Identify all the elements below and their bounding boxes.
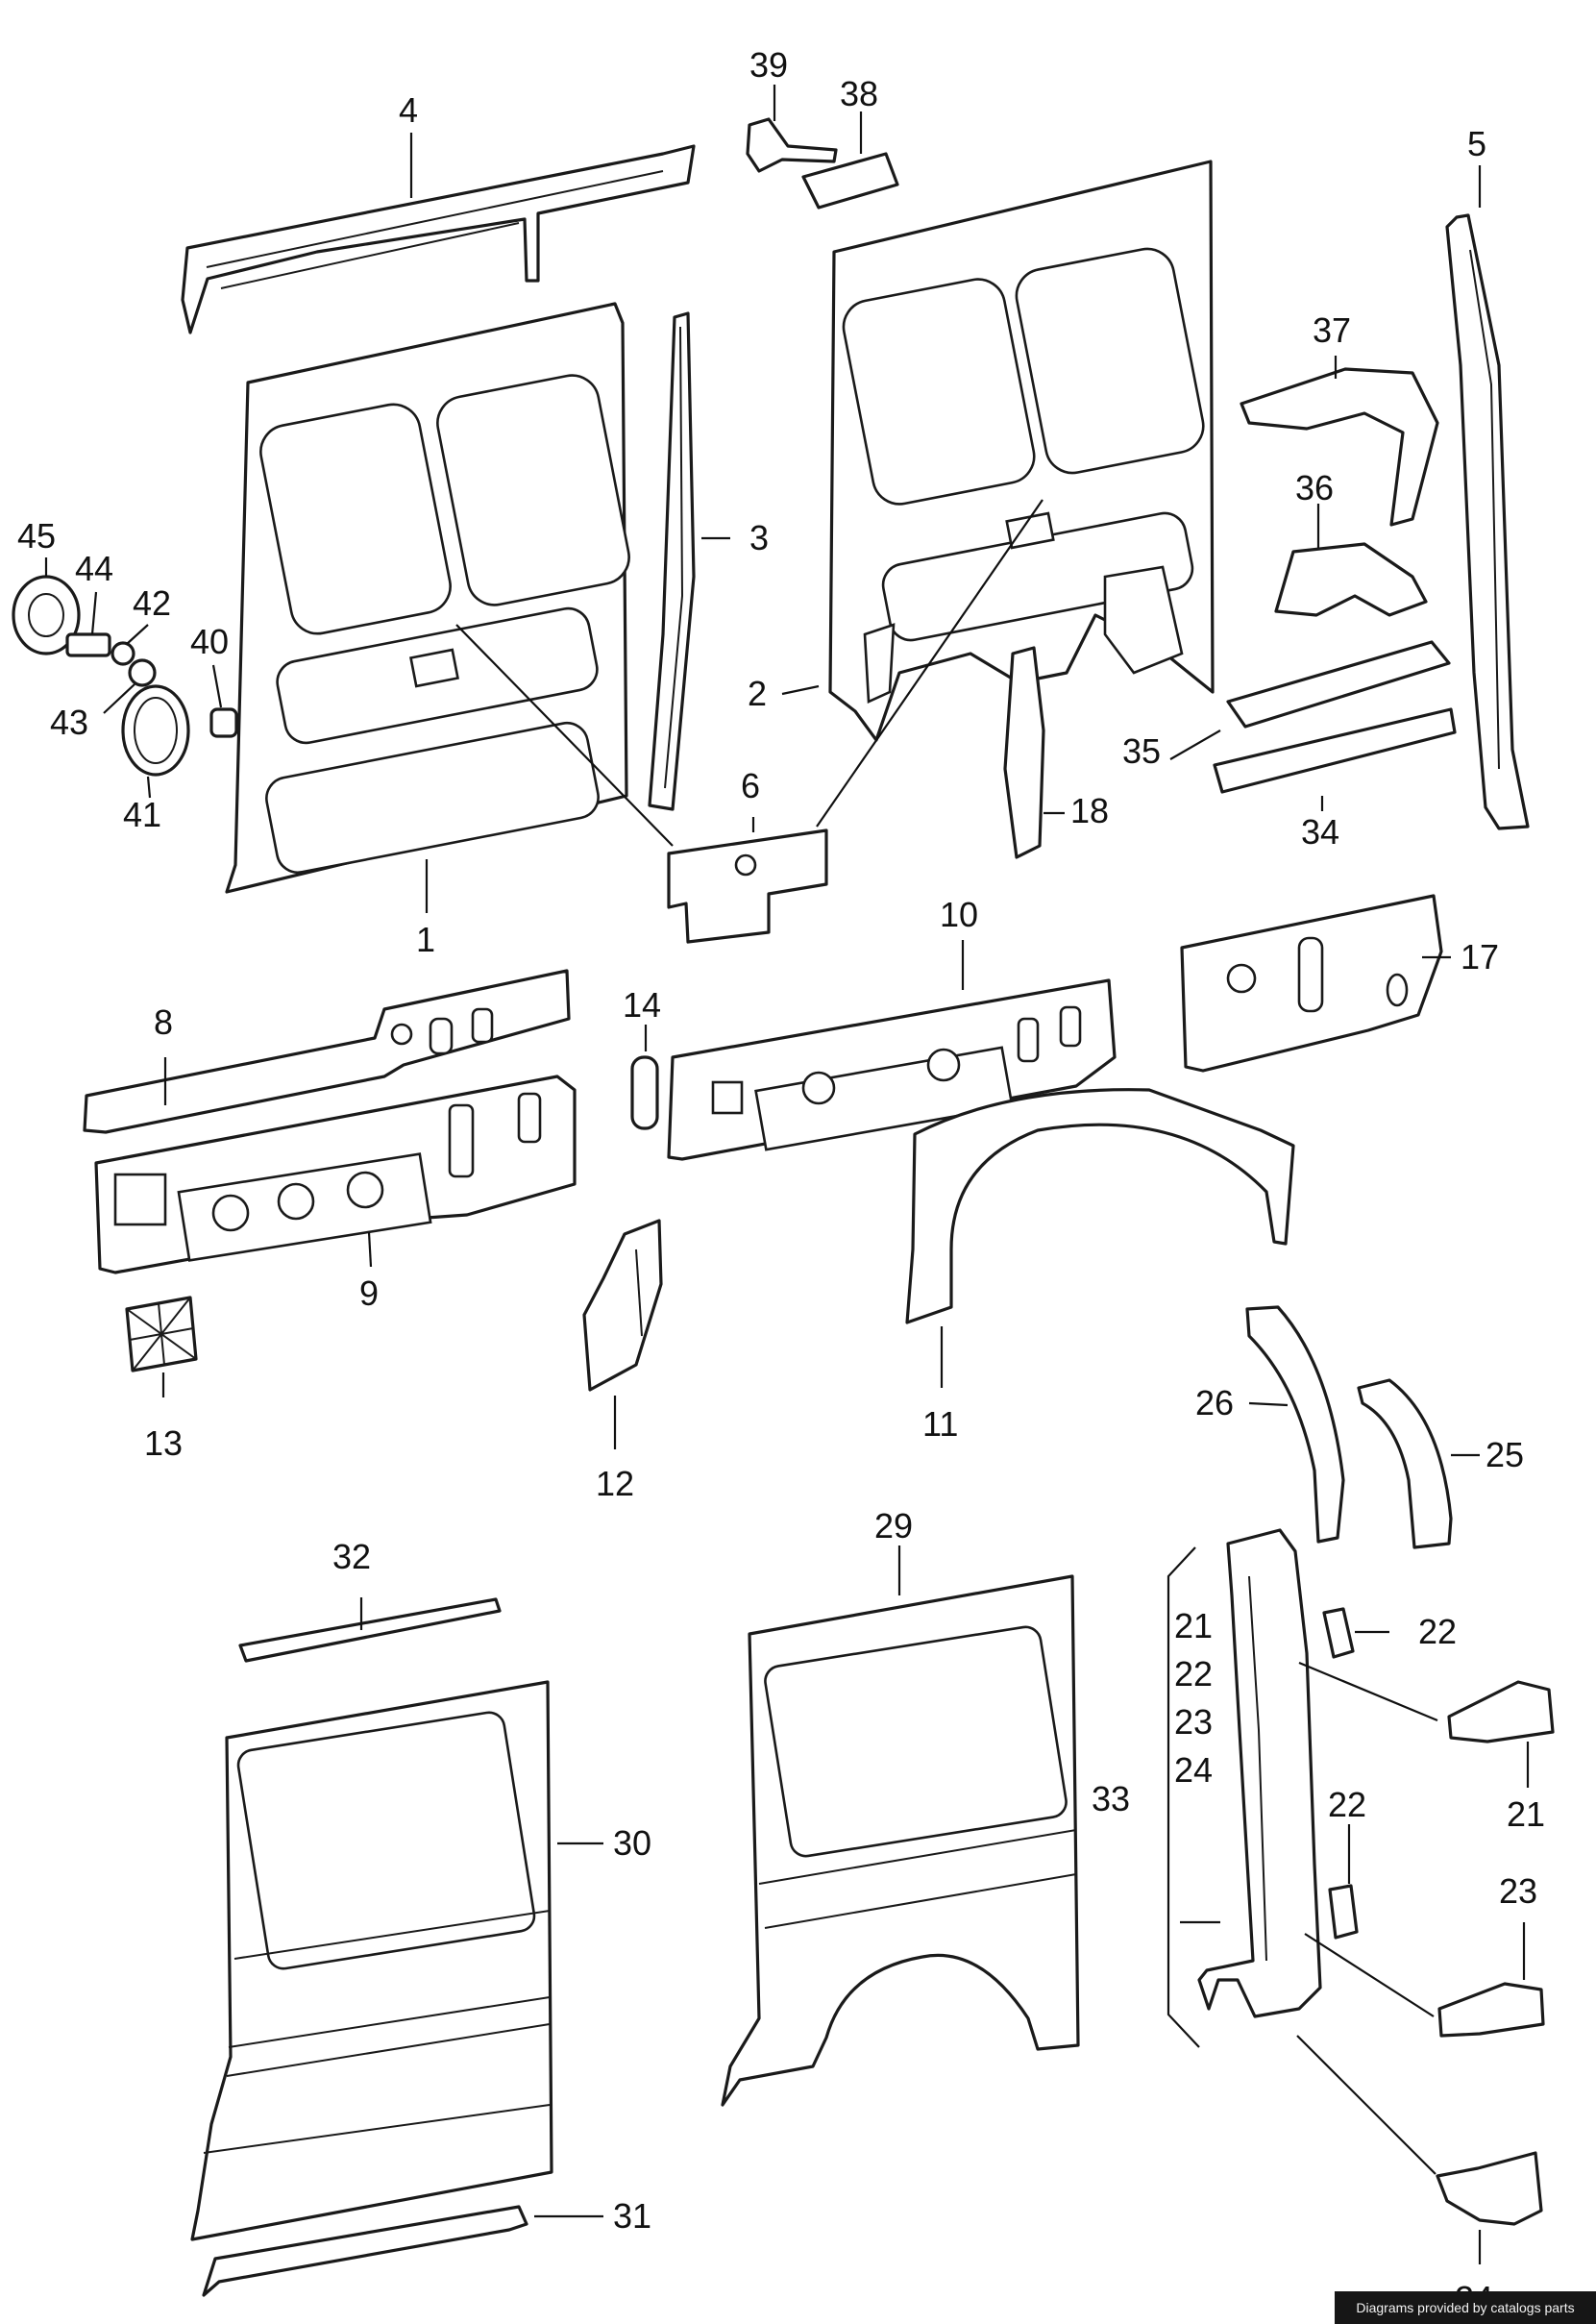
part-22-plate (1322, 1607, 1355, 1659)
leader-line (1304, 1933, 1435, 2017)
label-21b: 21 (1507, 1794, 1545, 1834)
part-10-sill (667, 978, 1117, 1161)
label-30: 30 (613, 1823, 651, 1863)
label-44: 44 (75, 549, 113, 588)
part-29-side-panel (721, 1574, 1080, 2107)
part-45-plug (12, 575, 81, 655)
part-32-trim-strip (238, 1597, 502, 1663)
part-37-bracket (1240, 367, 1439, 527)
part-22-plate-lower (1328, 1884, 1359, 1940)
part-44-bolt (65, 632, 111, 657)
part-12-bracket (582, 1219, 663, 1392)
label-12: 12 (596, 1464, 634, 1503)
label-45: 45 (17, 516, 56, 556)
leader-line (1298, 1661, 1438, 1722)
part-3-pillar-strip (648, 311, 696, 811)
bracket-33 (1166, 1546, 1200, 2048)
label-33: 33 (1092, 1779, 1130, 1818)
part-1-side-panel (225, 302, 630, 894)
part-38-clip (801, 152, 899, 210)
label-38: 38 (840, 74, 878, 113)
label-14: 14 (623, 985, 661, 1025)
part-40-bushing (209, 707, 238, 738)
label-43: 43 (50, 703, 88, 742)
label-2: 2 (748, 674, 767, 713)
label-6: 6 (741, 766, 760, 805)
label-22: 22 (1174, 1654, 1213, 1694)
part-33-pillar-assembly (1197, 1528, 1322, 2018)
label-4: 4 (399, 90, 418, 130)
part-35-rail (1226, 640, 1451, 729)
part-11-wheelarch (905, 1088, 1295, 1324)
label-32: 32 (332, 1537, 371, 1576)
label-24: 24 (1174, 1750, 1213, 1790)
label-22b: 22 (1418, 1612, 1457, 1651)
part-25-arch-piece (1357, 1378, 1453, 1549)
part-30-side-panel (190, 1680, 553, 2241)
label-41: 41 (123, 795, 161, 834)
part-5-pillar (1445, 213, 1530, 830)
part-24-bracket (1436, 2151, 1543, 2226)
callouts: 4 1 3 2 5 6 18 37 36 35 34 38 39 45 44 4… (17, 45, 1545, 2318)
leader-line (455, 624, 674, 847)
label-22c: 22 (1328, 1785, 1366, 1824)
label-13: 13 (144, 1423, 183, 1463)
label-3: 3 (749, 518, 769, 557)
label-21: 21 (1174, 1606, 1213, 1645)
part-39-screw (746, 117, 838, 173)
label-37: 37 (1313, 310, 1351, 350)
part-13-grille (125, 1296, 198, 1372)
label-9: 9 (359, 1273, 379, 1313)
part-8-sill-upper (83, 969, 571, 1134)
part-34-rail (1213, 707, 1457, 794)
label-18: 18 (1070, 791, 1109, 830)
credit-watermark: Diagrams provided by catalogs parts (1335, 2291, 1596, 2324)
part-36-bracket (1274, 542, 1428, 617)
label-31: 31 (613, 2196, 651, 2236)
part-6-bracket (667, 828, 828, 944)
label-29: 29 (874, 1506, 913, 1545)
label-42: 42 (133, 583, 171, 623)
label-25: 25 (1486, 1435, 1524, 1474)
label-5: 5 (1467, 124, 1486, 163)
leader-line (1296, 2035, 1436, 2175)
label-11: 11 (922, 1404, 958, 1444)
label-35: 35 (1122, 731, 1161, 771)
label-23b: 23 (1499, 1871, 1537, 1911)
label-10: 10 (940, 895, 978, 934)
label-17: 17 (1461, 937, 1499, 977)
leader-line (816, 499, 1044, 828)
part-21-bracket (1447, 1680, 1555, 1743)
label-8: 8 (154, 1002, 173, 1042)
part-42-washer (110, 641, 135, 666)
label-34: 34 (1301, 812, 1339, 852)
part-17-panel (1180, 894, 1443, 1073)
part-4-roof-rail (181, 144, 696, 334)
part-43-washer (128, 658, 157, 687)
part-2-side-panel (828, 160, 1215, 742)
part-14-grommet (630, 1055, 659, 1130)
part-41-ring (121, 684, 190, 777)
label-26: 26 (1195, 1383, 1234, 1422)
label-40: 40 (190, 622, 229, 661)
label-1: 1 (416, 920, 435, 959)
part-23-bracket (1437, 1982, 1545, 2038)
label-36: 36 (1295, 468, 1334, 507)
label-23: 23 (1174, 1702, 1213, 1742)
part-9-sill-lower (94, 1075, 577, 1274)
label-39: 39 (749, 45, 788, 85)
part-26-arch-piece (1245, 1305, 1345, 1544)
part-31-rocker-strip (202, 2205, 528, 2297)
part-18-strip (1003, 646, 1045, 859)
